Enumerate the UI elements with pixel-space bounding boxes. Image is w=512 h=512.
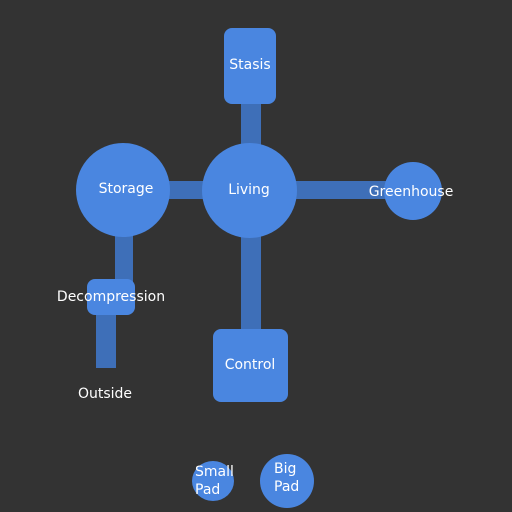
corridor-living-greenhouse: [292, 181, 390, 199]
module-small-pad[interactable]: [192, 461, 234, 501]
module-big-pad[interactable]: [260, 454, 314, 508]
module-living[interactable]: [202, 143, 297, 238]
label-outside: Outside: [77, 386, 133, 402]
corridor-stasis-living: [241, 100, 261, 150]
module-decompression[interactable]: [87, 279, 135, 315]
module-stasis[interactable]: [224, 28, 276, 104]
corridor-storage-decompression: [115, 232, 133, 284]
corridor-storage-living: [165, 181, 210, 199]
module-greenhouse[interactable]: [384, 162, 442, 220]
module-control[interactable]: [213, 329, 288, 402]
corridor-decompression-outside: [96, 313, 116, 368]
corridor-living-control: [241, 232, 261, 332]
module-storage[interactable]: [76, 143, 170, 237]
